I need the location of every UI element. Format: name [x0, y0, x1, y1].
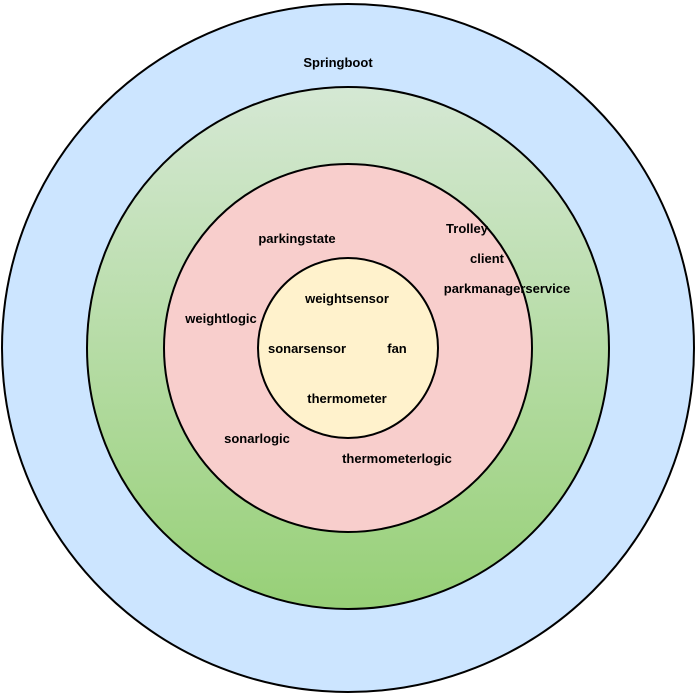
weightsensor-label: weightsensor: [304, 291, 389, 306]
device-layer-circle: [257, 257, 439, 439]
sonarsensor-label: sonarsensor: [268, 341, 346, 356]
weightlogic-label: weightlogic: [184, 311, 257, 326]
sonarlogic-label: sonarlogic: [224, 431, 290, 446]
springboot-label: Springboot: [303, 55, 373, 70]
client-label: client: [470, 251, 505, 266]
thermometerlogic-label: thermometerlogic: [342, 451, 452, 466]
thermometer-label: thermometer: [307, 391, 386, 406]
fan-label: fan: [387, 341, 407, 356]
trolley-label: Trolley: [446, 221, 489, 236]
parkingstate-label: parkingstate: [258, 231, 335, 246]
parkmanagerservice-label: parkmanagerservice: [444, 281, 570, 296]
